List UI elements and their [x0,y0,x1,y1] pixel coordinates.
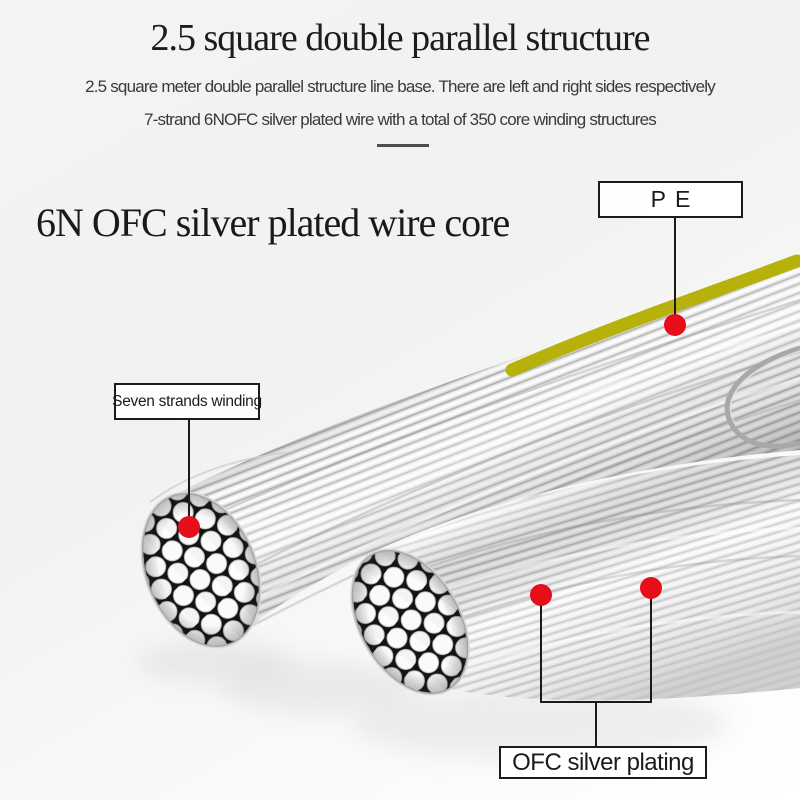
callout-dots [178,314,686,606]
ofc-silver-plating-label-box: OFC silver plating [499,746,707,779]
pe-marker-dot [664,314,686,336]
subtitle-line-1: 2.5 square meter double parallel structu… [85,77,716,96]
right-cable-face [350,548,470,696]
left-cable-face [140,491,262,649]
stray-strand [149,451,291,503]
subtitle-line-2: 7-strand 6NOFC silver plated wire with a… [144,110,657,129]
pe-label: PE [650,186,700,212]
seven-strands-label-box: Seven strands winding [112,383,262,420]
ofc-silver-plating-label: OFC silver plating [512,748,694,776]
seven-strands-label: Seven strands winding [112,392,262,410]
divider-line [377,144,429,147]
pe-jacket [505,254,800,377]
upper-cable [149,262,800,645]
right-cable-sheen [371,455,800,701]
callout-lines [188,218,676,746]
seven-strands-marker-dot [178,516,200,538]
right-cable [371,455,800,701]
ofc-marker-dot-right [640,577,662,599]
ground-shadows [135,642,730,760]
stray-wire-loop [724,345,800,449]
page-title: 2.5 square double parallel structure [150,17,651,59]
ofc-marker-dot-left [530,584,552,606]
pe-label-box: PE [598,181,743,218]
section-heading: 6N OFC silver plated wire core [36,200,510,245]
upper-cable-sheen [166,262,800,645]
